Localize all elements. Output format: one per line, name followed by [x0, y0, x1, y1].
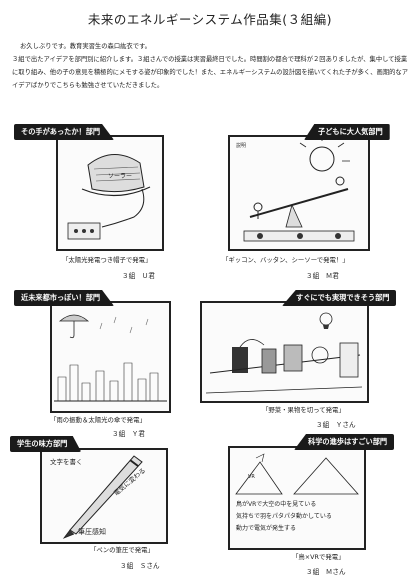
category-badge-vegetable: すぐにでも実現できそう部門 — [282, 290, 397, 306]
pen-bottom-text: 筆圧感知 — [78, 527, 106, 536]
drawing-frame-hat: ソーラー — [56, 135, 164, 251]
caption-vegetable: 「野菜・果物を切って発電」 — [262, 406, 345, 414]
intro-greeting: お久しぶりです。教育実習生の森口紘衣です。 — [20, 43, 151, 50]
caption-vr: 「鳥×VRで発電」 — [292, 553, 345, 561]
vr-line-1: 鳥がVRで大空の中を見ている — [236, 500, 316, 508]
drawing-solar-hat: ソーラー — [67, 154, 151, 240]
caption-umbrella: 「雨の振動＆太陽光の傘で発電」 — [50, 416, 146, 424]
drawing-frame-seesaw: 説明 — [228, 135, 370, 251]
intro-paragraph: ３組で出たアイデアを部門別に紹介します。３組さんでの授業は実習最終日でした。時間… — [12, 56, 409, 89]
drawing-pen: 文字を書く 電気に変わる 筆圧感知 — [50, 455, 147, 539]
category-badge-pen: 学生の味方部門 — [10, 436, 82, 452]
category-badge-hat: その手があったか！部門 — [14, 124, 115, 140]
drawing-umbrella — [54, 314, 167, 402]
drawing-seesaw: 説明 — [236, 137, 355, 242]
drawing-frame-vegetable — [200, 301, 369, 403]
category-badge-seesaw: 子どもに大人気部門 — [304, 124, 390, 140]
drawing-vr: VR 鳥がVRで大空の中を見ている 気持ちで羽をパタパタ動かしている 動力で電気… — [235, 453, 359, 532]
credit-seesaw: ３組 Ｍ君 — [306, 272, 339, 280]
drawing-vegetable — [205, 312, 363, 394]
credit-hat: ３組 Ｕ君 — [122, 272, 155, 280]
hat-word: ソーラー — [108, 173, 132, 180]
category-badge-umbrella: 近未来都市っぽい！部門 — [14, 290, 115, 306]
caption-seesaw: 「ギッコン、バッタン、シーソーで発電！」 — [222, 256, 349, 264]
credit-umbrella: ３組 Ｙ君 — [112, 430, 145, 438]
caption-pen: 「ペンの筆圧で発電」 — [90, 546, 154, 554]
drawing-frame-umbrella — [50, 301, 171, 413]
vr-line-3: 動力で電気が発生する — [236, 524, 296, 532]
seesaw-label: 説明 — [236, 142, 246, 149]
credit-vr: ３組 Ｍさん — [306, 568, 346, 576]
category-badge-vr: 科学の進歩はすごい部門 — [294, 434, 395, 450]
drawing-frame-vr: VR 鳥がVRで大空の中を見ている 気持ちで羽をパタパタ動かしている 動力で電気… — [228, 446, 366, 550]
credit-vegetable: ３組 Ｙさん — [316, 421, 356, 429]
caption-hat: 「太陽光発電つき帽子で発電」 — [62, 256, 152, 264]
page-title: 未来のエネルギーシステム作品集(３組編) — [87, 12, 333, 27]
vr-label: VR — [248, 474, 255, 480]
vr-line-2: 気持ちで羽をパタパタ動かしている — [236, 512, 332, 520]
pen-left-text: 文字を書く — [50, 457, 83, 466]
credit-pen: ３組 Ｓさん — [120, 562, 160, 570]
drawing-frame-pen: 文字を書く 電気に変わる 筆圧感知 — [40, 448, 168, 544]
